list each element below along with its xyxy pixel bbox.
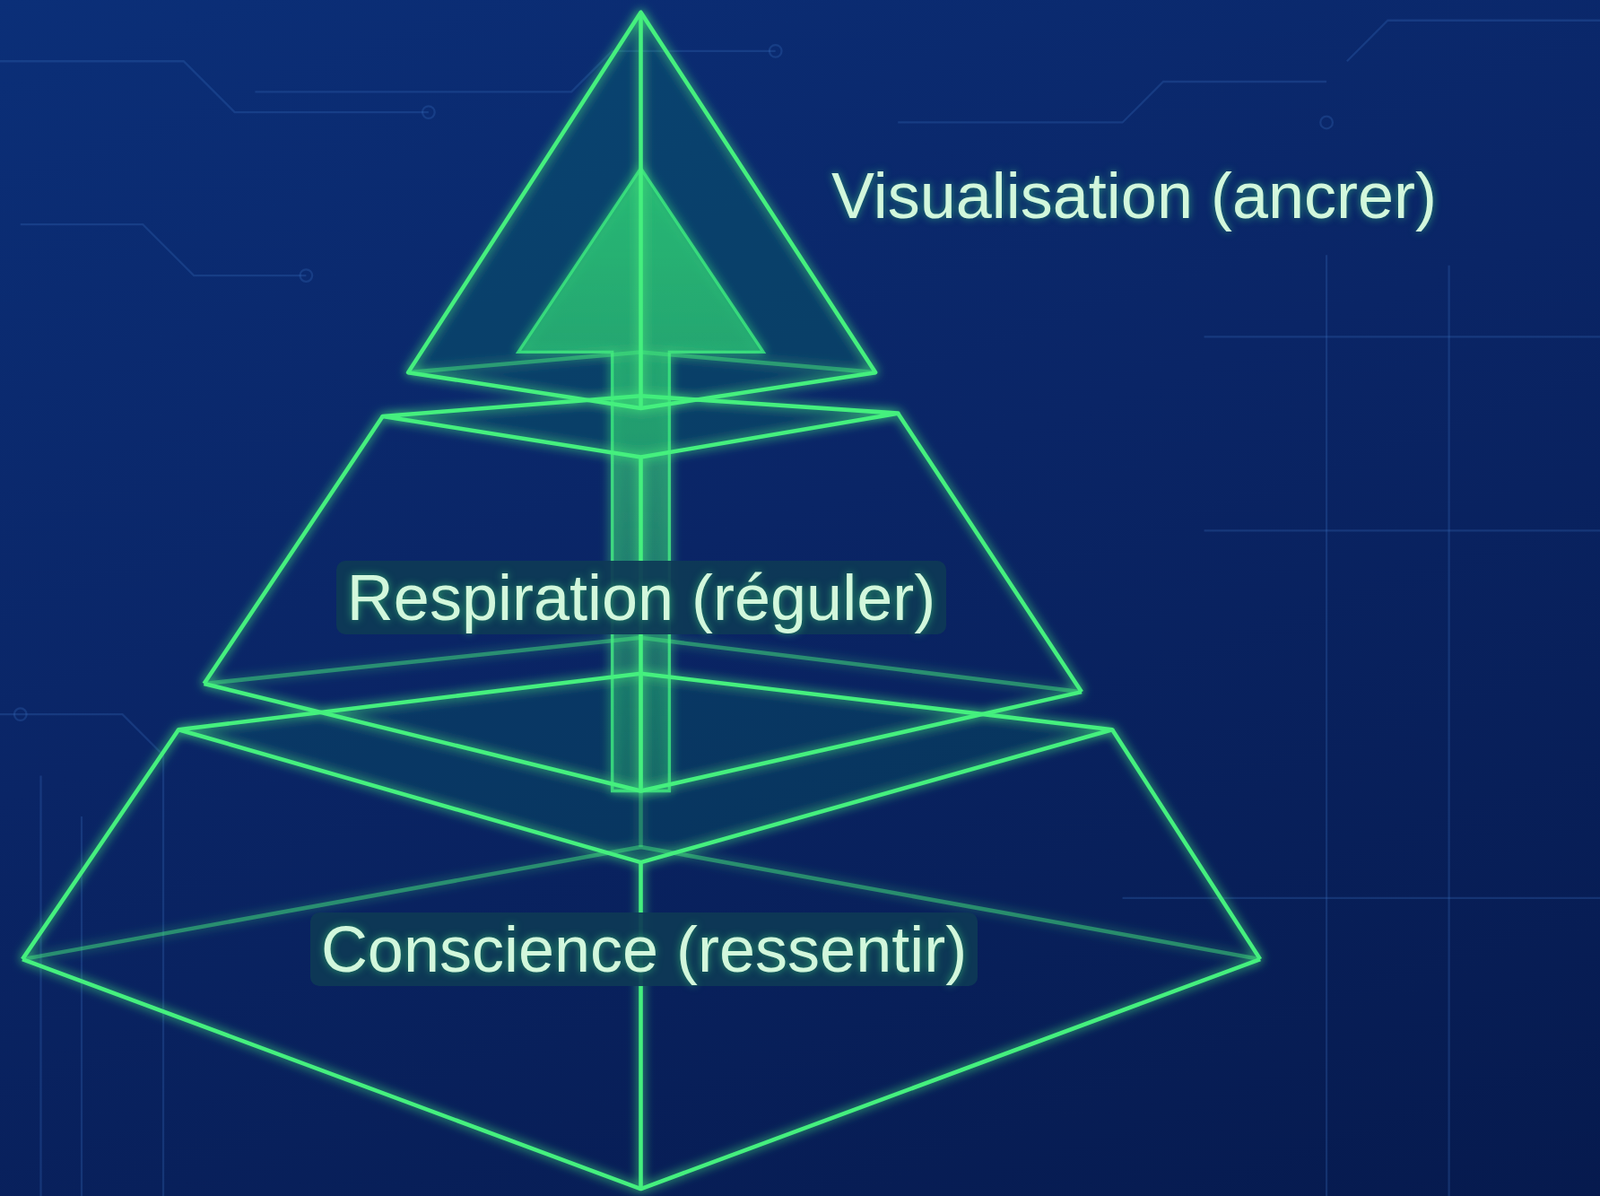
tier-label-bottom: Conscience (ressentir) bbox=[310, 912, 978, 987]
tier-label-top: Visualisation (ancrer) bbox=[831, 158, 1437, 234]
circuit-traces bbox=[0, 20, 1600, 1196]
tier-label-text: Visualisation (ancrer) bbox=[831, 158, 1437, 234]
tier-label-text: Respiration (réguler) bbox=[336, 560, 947, 635]
tier-label-text: Conscience (ressentir) bbox=[310, 912, 978, 987]
tier-label-middle: Respiration (réguler) bbox=[336, 560, 947, 635]
